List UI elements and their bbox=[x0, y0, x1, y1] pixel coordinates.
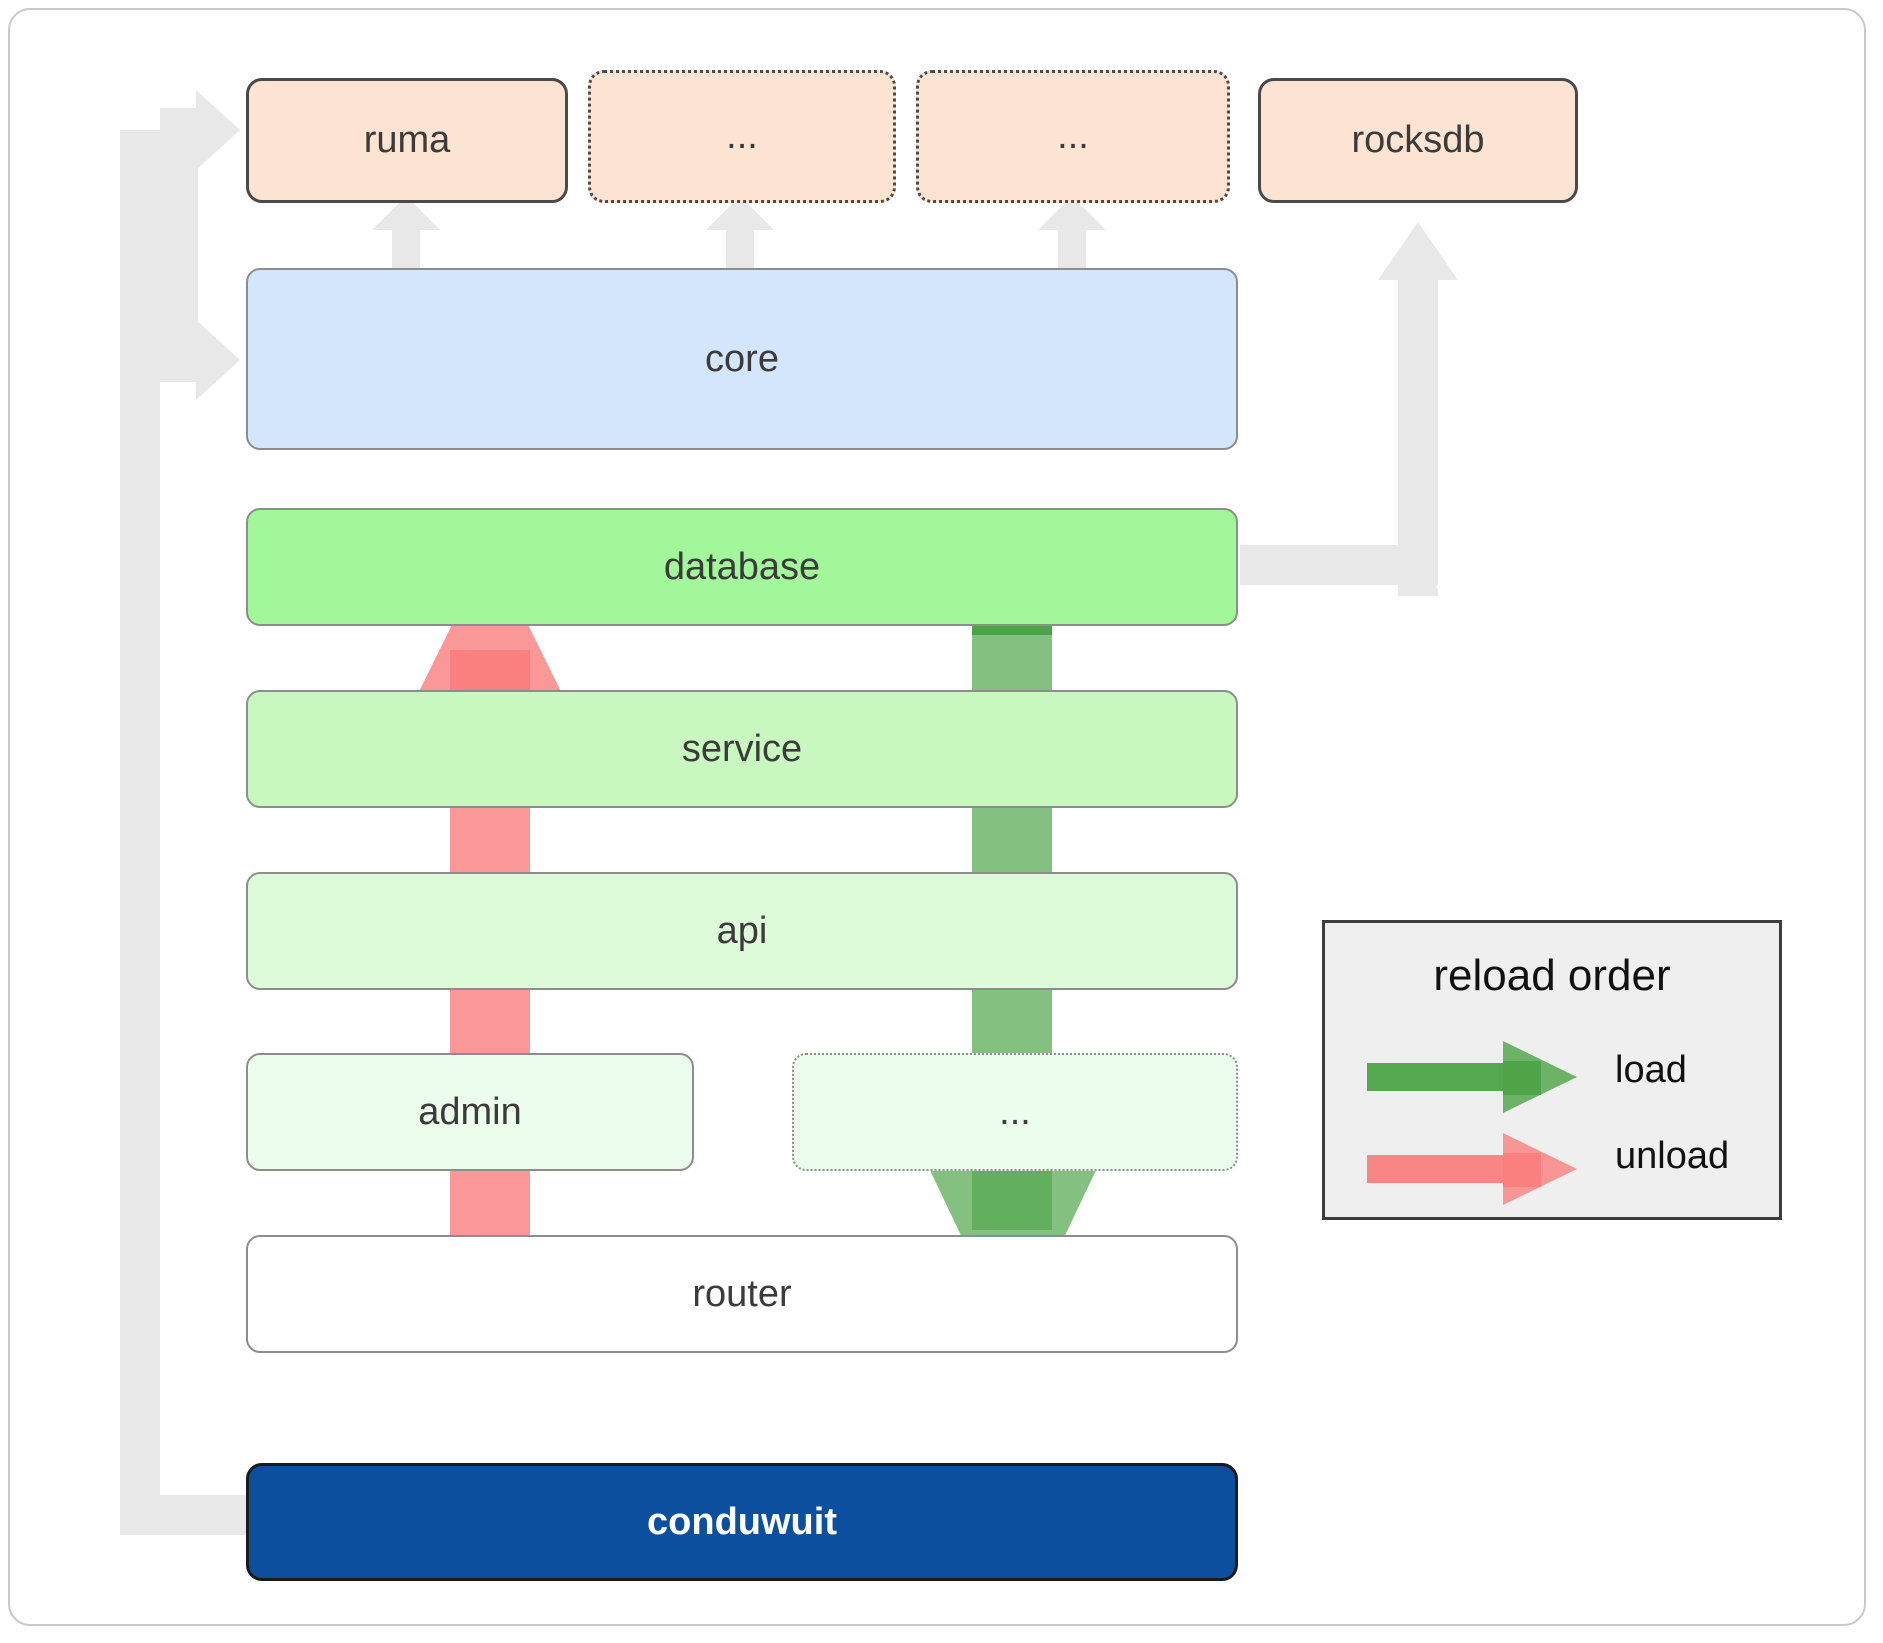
legend-label-unload: unload bbox=[1615, 1135, 1730, 1177]
legend-unload-arrow bbox=[1367, 1133, 1577, 1205]
legend-title: reload order bbox=[1433, 951, 1671, 1000]
legend: reload order load unload bbox=[1322, 920, 1782, 1220]
node-more-label: ... bbox=[999, 1090, 1031, 1133]
legend-arrows bbox=[1367, 1041, 1577, 1205]
node-service-label: service bbox=[681, 727, 803, 770]
node-router[interactable]: router bbox=[246, 1235, 1238, 1353]
node-rocksdb[interactable]: rocksdb bbox=[1258, 78, 1578, 203]
legend-label-load: load bbox=[1615, 1049, 1687, 1091]
node-dep-3[interactable]: ... bbox=[916, 70, 1230, 203]
node-conduwuit-label: conduwuit bbox=[647, 1500, 837, 1543]
node-service[interactable]: service bbox=[246, 690, 1238, 808]
dependency-arrows bbox=[120, 90, 246, 1535]
node-database-label: database bbox=[663, 545, 821, 588]
node-admin-label: admin bbox=[418, 1090, 522, 1133]
node-core-label: core bbox=[705, 337, 779, 380]
node-database[interactable]: database bbox=[246, 508, 1238, 626]
node-admin[interactable]: admin bbox=[246, 1053, 694, 1171]
legend-load-arrow bbox=[1367, 1041, 1577, 1113]
node-dep-2[interactable]: ... bbox=[588, 70, 896, 203]
database-to-rocksdb-arrow bbox=[1240, 222, 1458, 596]
node-dep-2-label: ... bbox=[726, 115, 758, 157]
node-dep-3-label: ... bbox=[1057, 115, 1089, 157]
node-rocksdb-label: rocksdb bbox=[1351, 119, 1485, 161]
node-router-label: router bbox=[692, 1272, 792, 1315]
node-ruma-label: ruma bbox=[363, 119, 451, 161]
node-api[interactable]: api bbox=[246, 872, 1238, 990]
node-more[interactable]: ... bbox=[792, 1053, 1238, 1171]
node-core[interactable]: core bbox=[246, 268, 1238, 450]
node-api-label: api bbox=[716, 909, 768, 952]
node-conduwuit[interactable]: conduwuit bbox=[246, 1463, 1238, 1581]
node-ruma[interactable]: ruma bbox=[246, 78, 568, 203]
